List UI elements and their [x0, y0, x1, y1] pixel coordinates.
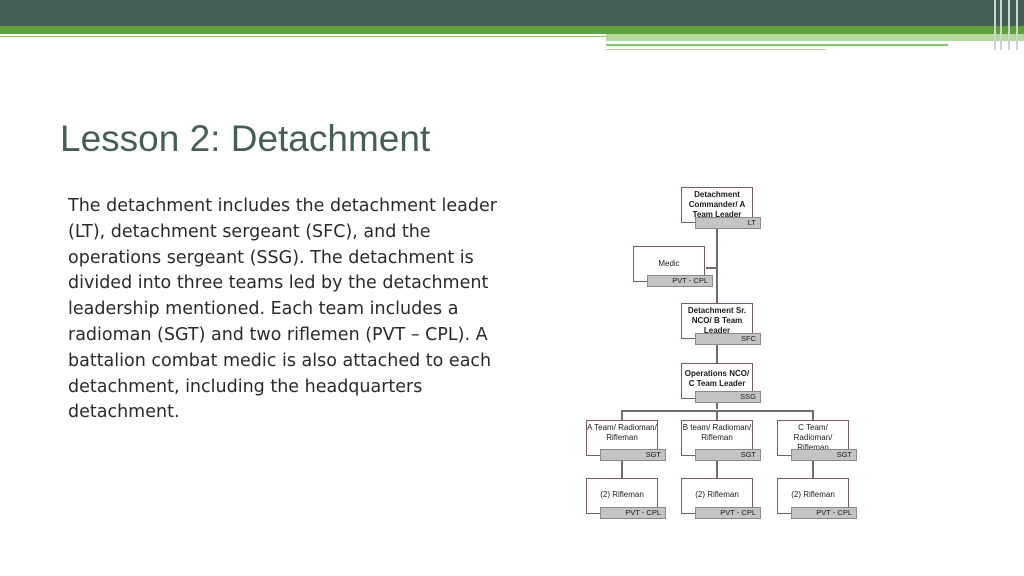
org-node-team-a-rank: SGT	[600, 449, 666, 461]
org-node-label: Detachment Sr. NCO/ B Team Leader	[687, 306, 747, 335]
org-node-medic-rank: PVT - CPL	[647, 275, 713, 287]
slide-title: Lesson 2: Detachment	[60, 118, 431, 159]
header-rule-left	[0, 36, 606, 37]
rank-badge: PVT - CPL	[600, 507, 666, 519]
org-node-label: (2) Rifleman	[600, 490, 644, 499]
org-node-team-c-rank: SGT	[791, 449, 857, 461]
team-c-connector	[812, 410, 814, 421]
org-chart: Detachment Commander/ A Team Leader LT M…	[580, 185, 870, 525]
header-band-green	[0, 26, 1024, 34]
org-node-label: A Team/ Radioman/ Rifleman	[587, 423, 657, 442]
rank-badge: SSG	[695, 391, 761, 403]
team-b-connector	[716, 410, 718, 421]
org-node-riflemen-c-rank: PVT - CPL	[791, 507, 857, 519]
org-node-label: Medic	[658, 259, 680, 268]
org-node-label: (2) Rifleman	[791, 490, 835, 499]
rank-badge: PVT - CPL	[647, 275, 713, 287]
rank-badge: SFC	[695, 333, 761, 345]
org-node-label: B team/ Radioman/ Rifleman	[682, 423, 752, 442]
header-stripe	[1000, 0, 1002, 50]
rank-badge: PVT - CPL	[695, 507, 761, 519]
rank-badge: SGT	[695, 449, 761, 461]
team-a-connector	[621, 410, 623, 421]
medic-connector	[706, 267, 718, 269]
org-node-riflemen-b-rank: PVT - CPL	[695, 507, 761, 519]
rank-badge: SGT	[791, 449, 857, 461]
header-band-dark	[0, 0, 1024, 26]
slide-body-text: The detachment includes the detachment l…	[68, 196, 497, 423]
org-node-senior-nco-rank: SFC	[695, 333, 761, 345]
header-band-light	[606, 34, 1024, 41]
org-node-operations-nco-rank: SSG	[695, 391, 761, 403]
org-node-commander-rank: LT	[695, 217, 761, 229]
rank-badge: SGT	[600, 449, 666, 461]
header-stripe	[1016, 0, 1018, 50]
org-node-riflemen-a-rank: PVT - CPL	[600, 507, 666, 519]
header-rule-short	[606, 49, 826, 50]
rank-badge: PVT - CPL	[791, 507, 857, 519]
org-node-label: Operations NCO/ C Team Leader	[684, 369, 750, 388]
org-node-label: (2) Rifleman	[695, 490, 739, 499]
org-node-label: C Team/ Radioman/ Rifleman	[793, 423, 833, 452]
rifle-b-connector	[716, 461, 718, 479]
rank-badge: LT	[695, 217, 761, 229]
rifle-c-connector	[812, 461, 814, 479]
org-node-team-b-rank: SGT	[695, 449, 761, 461]
header-stripe	[994, 0, 996, 50]
rifle-a-connector	[621, 461, 623, 479]
header-rule-right	[606, 44, 948, 46]
header-stripe	[1008, 0, 1010, 50]
org-node-label: Detachment Commander/ A Team Leader	[688, 190, 746, 219]
